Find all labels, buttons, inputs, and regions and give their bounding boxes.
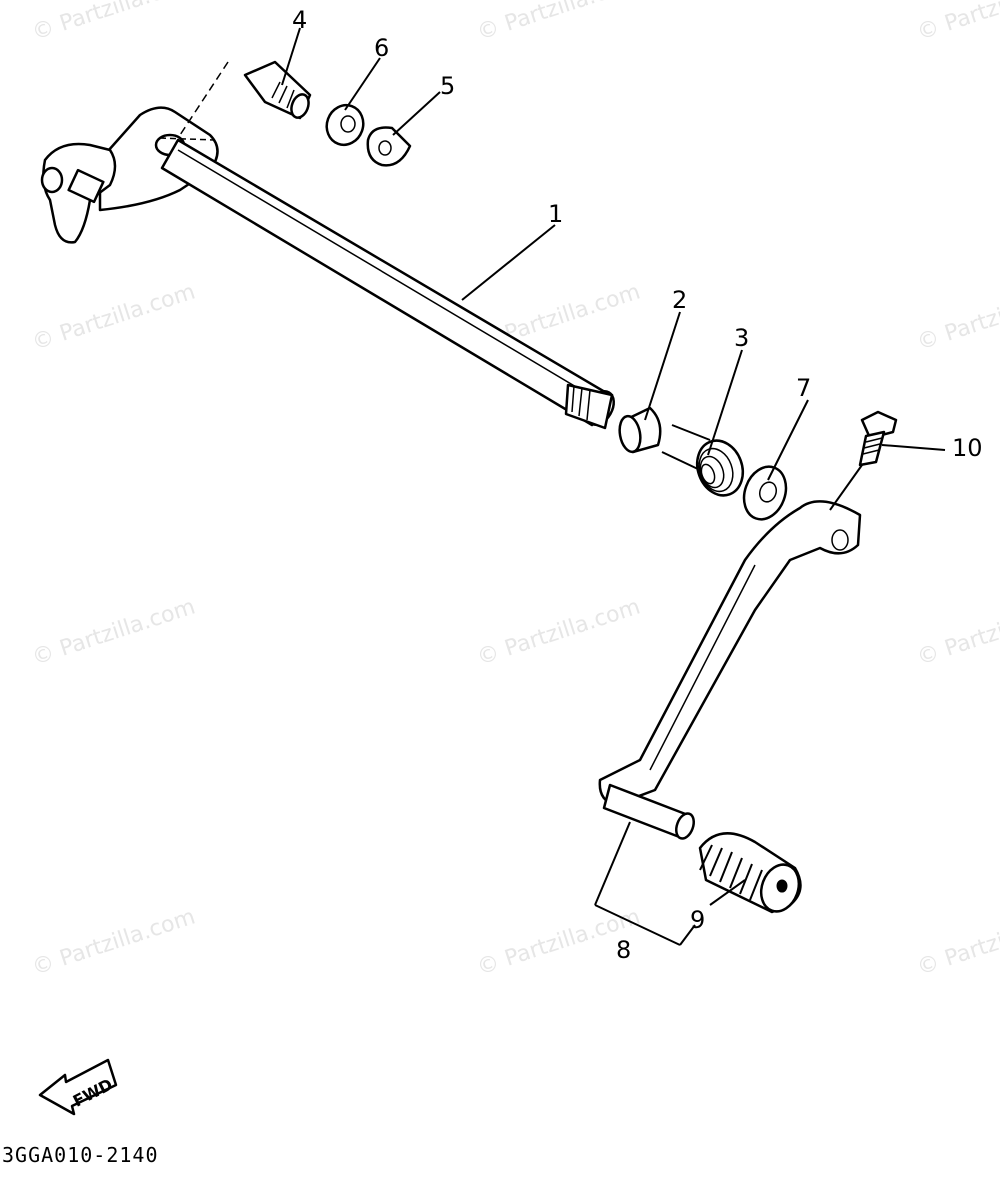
- callout-8: 8: [616, 936, 631, 964]
- leader-lines: [281, 27, 946, 946]
- watermark: © Partzilla.com: [29, 279, 198, 355]
- watermark: © Partzilla.com: [914, 594, 1000, 670]
- watermark: © Partzilla.com: [914, 904, 1000, 980]
- bolt-part-10: [858, 410, 898, 467]
- callout-3: 3: [734, 324, 749, 352]
- part-code: 3GGA010-2140: [2, 1143, 159, 1167]
- collar-part-2: [618, 406, 662, 454]
- callout-6: 6: [374, 34, 389, 62]
- screw-part-4: [179, 60, 312, 136]
- callout-9: 9: [690, 906, 705, 934]
- callout-10: 10: [952, 434, 983, 462]
- watermark: © Partzilla.com: [914, 0, 1000, 46]
- watermark: © Partzilla.com: [29, 904, 198, 980]
- washer-part-5: [366, 126, 412, 167]
- watermark: © Partzilla.com: [914, 279, 1000, 355]
- pedal-rubber-part-9: [698, 832, 802, 914]
- spring-part-3: [661, 424, 745, 497]
- washer-part-7: [742, 465, 788, 521]
- callout-2: 2: [672, 286, 687, 314]
- nut-part-6: [325, 103, 365, 147]
- watermark: © Partzilla.com: [474, 594, 643, 670]
- watermark: © Partzilla.com: [29, 594, 198, 670]
- shift-shaft: [160, 138, 615, 430]
- watermark: © Partzilla.com: [29, 0, 198, 46]
- callout-7: 7: [796, 374, 811, 402]
- forward-direction-arrow: FWD: [38, 1058, 118, 1116]
- watermark: © Partzilla.com: [474, 0, 643, 46]
- callout-labels: 1 2 3 4 5 6 7 8 9 10: [292, 6, 983, 964]
- callout-1: 1: [548, 200, 563, 228]
- callout-5: 5: [440, 72, 455, 100]
- callout-4: 4: [292, 6, 307, 34]
- shift-pedal-part-8: [598, 500, 862, 840]
